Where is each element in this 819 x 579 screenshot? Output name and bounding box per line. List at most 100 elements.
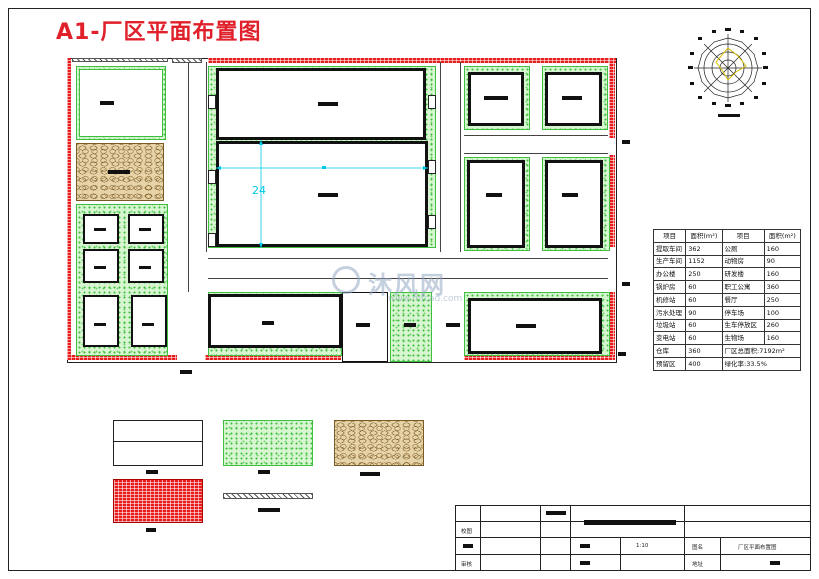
perimeter-wall-west <box>67 58 71 360</box>
title-block-line <box>620 537 621 571</box>
side-door <box>208 233 216 247</box>
perimeter-wall-south-east <box>464 355 614 360</box>
table-cell: 研发楼 <box>721 267 765 282</box>
table-cell: 生产车间 <box>652 254 687 269</box>
table-cell: 绿化率:33.5% <box>721 356 802 371</box>
table-cell: 1152 <box>685 254 723 269</box>
dimension-lines <box>216 140 428 248</box>
legend-label <box>258 470 270 474</box>
table-cell: 60 <box>685 280 723 294</box>
table-cell: 厂区总面积:7192m² <box>721 344 802 358</box>
table-cell: 362 <box>685 241 723 256</box>
legend-label <box>146 470 158 474</box>
table-cell: 250 <box>685 267 723 282</box>
table-cell: 250 <box>763 292 802 307</box>
title-block-scale: 1:10 <box>636 543 649 549</box>
table-cell: 160 <box>763 267 802 282</box>
table-cell: 垃圾站 <box>652 318 687 333</box>
road-edge <box>208 278 608 279</box>
fence-north-west <box>72 58 168 62</box>
green-area-northwest <box>76 66 166 140</box>
title-block-check-label: 校图 <box>461 529 473 535</box>
side-door <box>208 170 216 184</box>
road-edge <box>464 135 608 136</box>
legend-label <box>258 508 280 512</box>
legend-fence-swatch <box>223 493 313 499</box>
building-label <box>100 101 114 105</box>
title-block-line <box>540 505 541 571</box>
table-cell: 机修站 <box>652 292 687 307</box>
table-cell: 提取车间 <box>652 241 687 256</box>
title-block <box>455 505 811 571</box>
watermark-logo-icon <box>332 266 360 294</box>
green-area-entrance <box>390 292 432 362</box>
watermark-url: www.mfcad.com <box>388 294 463 304</box>
building-label <box>139 266 151 269</box>
reserved-area <box>76 143 164 201</box>
title-block-label <box>580 561 590 565</box>
gate-label <box>622 140 630 144</box>
watermark-text: 沐风网 <box>368 271 446 299</box>
side-door <box>208 95 216 109</box>
building-w2 <box>128 214 164 244</box>
table-header-cell: 面积(m²) <box>685 229 723 243</box>
building-label <box>318 193 338 197</box>
building-label <box>262 321 274 325</box>
perimeter-wall-east-upper <box>609 58 615 138</box>
building-label <box>486 193 502 197</box>
title-block-line <box>480 505 481 571</box>
title-block-line <box>720 537 721 571</box>
table-cell: 生物场 <box>721 331 765 346</box>
building-label <box>356 323 370 327</box>
table-cell: 职工公寓 <box>721 280 765 294</box>
side-door <box>428 95 436 109</box>
table-header-cell: 项目 <box>721 229 765 243</box>
table-cell: 公厕 <box>721 241 765 256</box>
legend-reserved-swatch <box>334 420 424 466</box>
table-cell: 停车场 <box>721 305 765 320</box>
table-cell: 锅炉房 <box>652 280 687 294</box>
road-edge <box>208 258 608 259</box>
drawing-title: A1-厂区平面布置图 <box>56 20 262 45</box>
building-label <box>404 323 416 327</box>
building-label <box>139 228 151 231</box>
table-cell: 160 <box>763 331 802 346</box>
building-label <box>94 228 106 231</box>
table-cell: 90 <box>685 305 723 320</box>
building-label <box>484 96 508 100</box>
table-cell: 400 <box>685 356 723 371</box>
side-door <box>428 160 436 174</box>
building-label <box>562 193 578 197</box>
north-gate <box>172 58 202 63</box>
perimeter-wall-south-middle <box>205 355 341 360</box>
building-label <box>516 324 536 328</box>
perimeter-wall-east-lower <box>609 292 615 360</box>
road-edge <box>464 153 608 154</box>
perimeter-wall-north <box>208 58 616 63</box>
table-cell: 动物房 <box>721 254 765 269</box>
table-cell: 260 <box>763 318 802 333</box>
title-block-line <box>684 505 685 571</box>
title-block-line <box>570 505 571 571</box>
building-label <box>562 96 582 100</box>
title-block-address-label: 地址 <box>692 562 704 568</box>
legend-label <box>146 528 156 532</box>
dimension-label: 24 <box>252 184 266 197</box>
gate-label <box>622 282 630 286</box>
side-door <box>428 215 436 229</box>
title-block-project-name <box>584 520 676 525</box>
table-cell: 变电站 <box>652 331 687 346</box>
warehouse <box>208 294 342 348</box>
canteen <box>545 160 603 248</box>
legend-green-swatch <box>223 420 313 466</box>
legend-building-swatch <box>113 420 203 466</box>
building-label <box>94 266 106 269</box>
gate-label <box>180 370 192 374</box>
